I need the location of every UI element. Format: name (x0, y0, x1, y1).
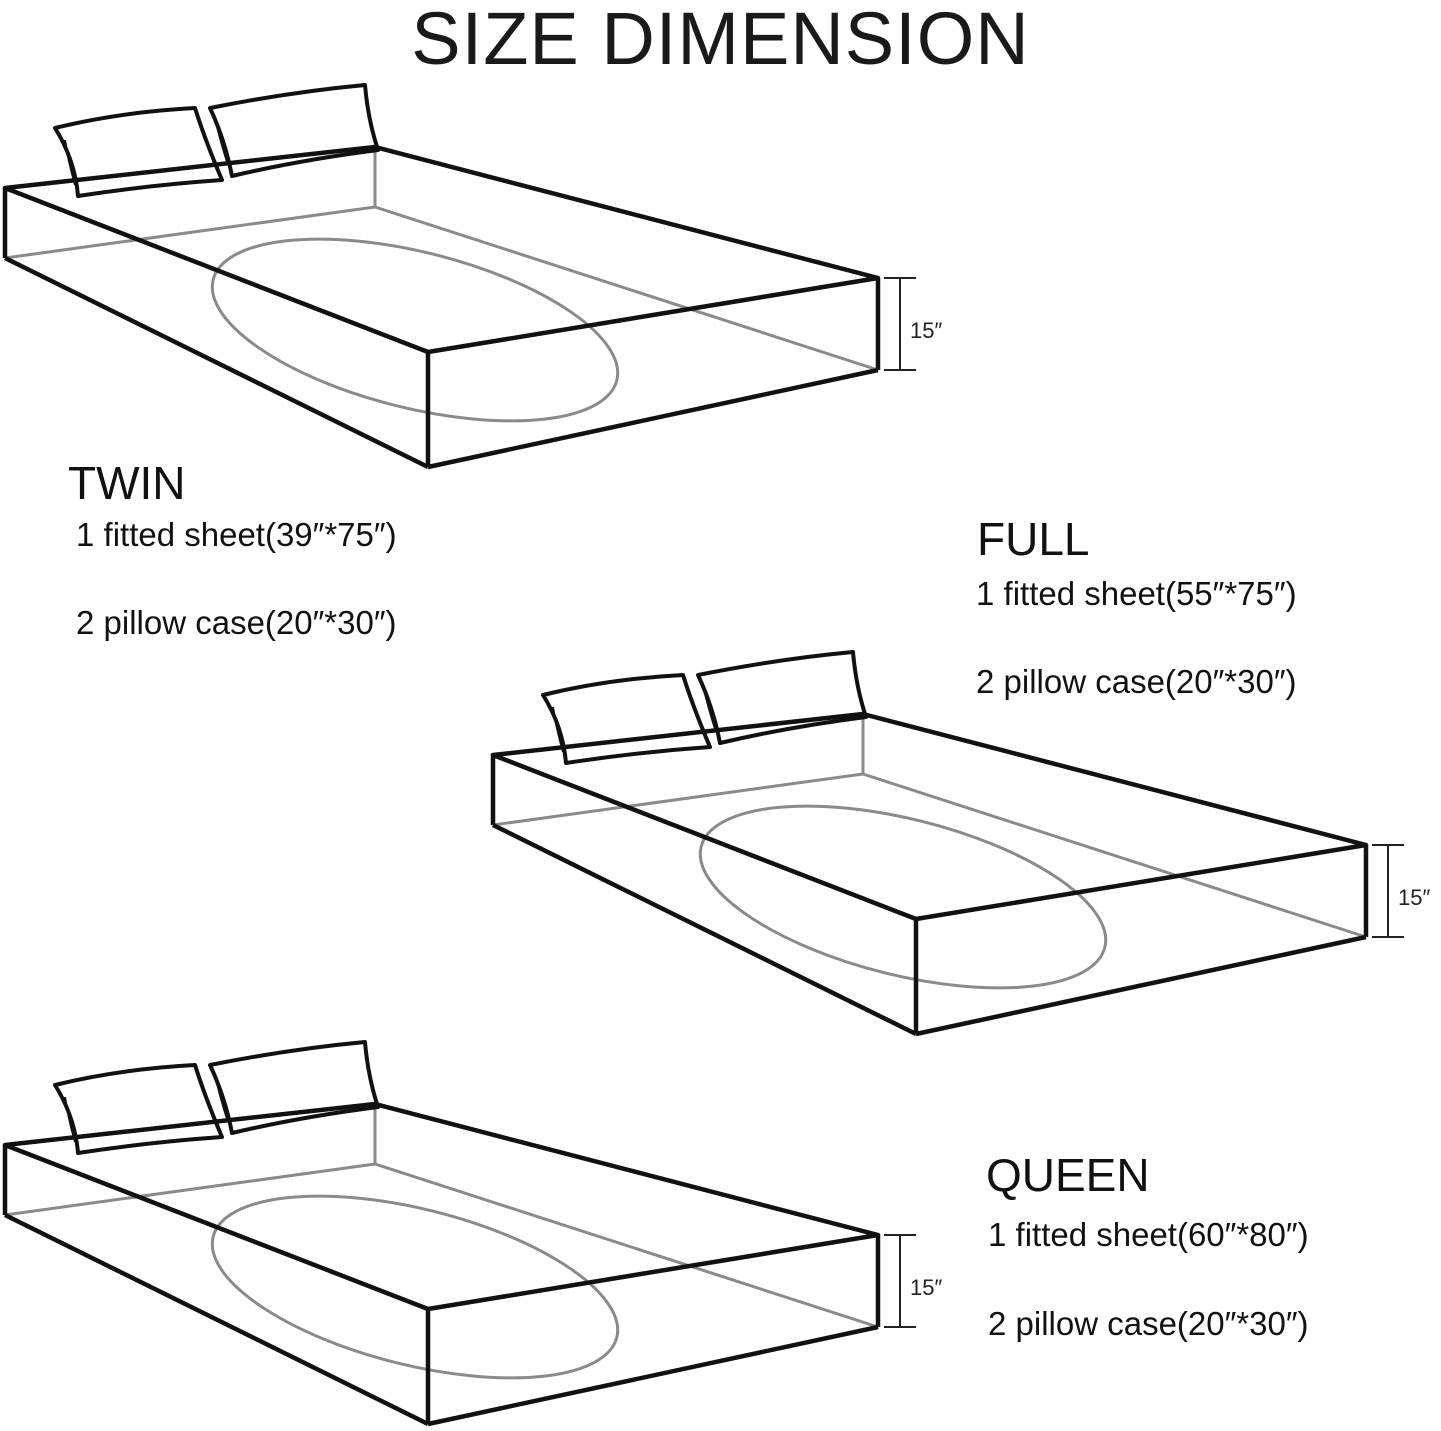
full-label: FULL (977, 513, 1090, 565)
twin-label: TWIN (68, 457, 186, 509)
full-height: 15″ (1398, 885, 1431, 910)
queen-pillow-case: 2 pillow case(20″*30″) (988, 1305, 1309, 1342)
twin-height: 15″ (910, 318, 943, 343)
twin-fitted-sheet: 1 fitted sheet(39″*75″) (76, 516, 397, 553)
page-title: SIZE DIMENSION (411, 0, 1030, 80)
twin-bed-illustration (5, 85, 916, 467)
full-fitted-sheet: 1 fitted sheet(55″*75″) (976, 575, 1297, 612)
queen-fitted-sheet: 1 fitted sheet(60″*80″) (988, 1216, 1309, 1253)
full-bed-illustration (493, 652, 1404, 1034)
full-pillow-case: 2 pillow case(20″*30″) (976, 663, 1297, 700)
twin-pillow-case: 2 pillow case(20″*30″) (76, 604, 397, 641)
queen-bed-illustration (5, 1042, 916, 1424)
queen-label: QUEEN (986, 1149, 1150, 1201)
queen-height: 15″ (910, 1275, 943, 1300)
